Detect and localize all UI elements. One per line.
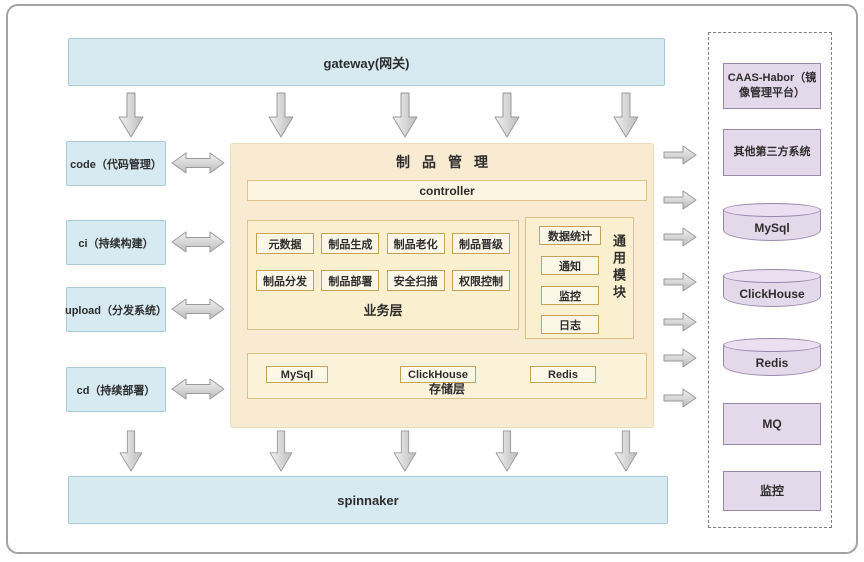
controller-bar: controller (247, 180, 647, 201)
product-management-box: 制品管理 controller 元数据 制品生成 制品老化 制品晋级 制品分发 … (230, 143, 654, 428)
business-chip: 权限控制 (451, 270, 510, 291)
down-arrow-icon (268, 430, 294, 472)
chip-label: 通知 (559, 260, 581, 273)
common-chip: 通知 (541, 256, 599, 275)
external-node-label: CAAS-Habor（镜像管理平台） (727, 72, 817, 99)
business-chip: 制品部署 (321, 270, 380, 291)
chip-label: 制品生成 (328, 238, 373, 251)
chip-label: MySql (280, 368, 314, 381)
gateway-bar: gateway(网关) (68, 38, 665, 86)
business-chip-grid: 元数据 制品生成 制品老化 制品晋级 制品分发 制品部署 安全扫描 权限控制 (248, 221, 518, 291)
down-arrow-icon (268, 92, 294, 138)
left-node-label: code（代码管理） (70, 158, 162, 171)
chip-label: 制品老化 (393, 238, 438, 251)
chip-label: 安全扫描 (393, 275, 438, 288)
down-arrow-icon (392, 430, 418, 472)
business-chip: 安全扫描 (386, 270, 445, 291)
external-systems-panel: CAAS-Habor（镜像管理平台） 其他第三方系统 MySql ClickHo… (708, 32, 832, 528)
chip-label: 制品部署 (328, 275, 373, 288)
right-arrow-icon (663, 311, 697, 333)
common-module-label: 通用模块 (611, 234, 626, 302)
chip-label: 日志 (559, 319, 581, 332)
down-arrow-icon (613, 92, 639, 138)
external-node-label: ClickHouse (739, 287, 805, 301)
common-module-box: 数据统计 通知 监控 日志 通用模块 (525, 217, 634, 339)
right-arrow-icon (663, 387, 697, 409)
storage-layer-label: 存储层 (428, 382, 465, 396)
double-arrow-icon (171, 296, 225, 322)
external-node-label: 其他第三方系统 (733, 146, 811, 159)
external-node-third-party: 其他第三方系统 (723, 129, 821, 176)
external-node-clickhouse-cylinder: ClickHouse (723, 269, 821, 307)
external-node-caas-habor: CAAS-Habor（镜像管理平台） (723, 63, 821, 109)
right-arrow-icon (663, 347, 697, 369)
external-node-mysql-cylinder: MySql (723, 203, 821, 241)
left-node-label: upload（分发系统） (64, 304, 168, 317)
left-node-ci: ci（持续构建） (66, 220, 166, 265)
right-arrow-icon (663, 271, 697, 293)
chip-label: 元数据 (268, 238, 302, 251)
chip-label: 权限控制 (458, 275, 503, 288)
double-arrow-icon (171, 150, 225, 176)
external-node-label: MySql (754, 221, 790, 235)
business-chip: 制品生成 (321, 233, 380, 254)
chip-label: 制品分发 (263, 275, 307, 288)
down-arrow-icon (118, 92, 144, 138)
external-node-label: Redis (755, 356, 789, 370)
storage-chip: MySql (266, 366, 328, 383)
gateway-label: gateway(网关) (323, 55, 410, 71)
product-management-title: 制品管理 (396, 154, 500, 170)
down-arrow-icon (613, 430, 639, 472)
common-chip: 数据统计 (539, 226, 601, 245)
down-arrow-icon (494, 92, 520, 138)
business-chip: 制品老化 (386, 233, 445, 254)
common-chip: 日志 (541, 315, 599, 334)
storage-layer-box: MySql ClickHouse Redis 存储层 (247, 353, 647, 399)
left-node-label: cd（持续部署） (76, 384, 156, 397)
cylinder-top (723, 269, 821, 283)
external-node-monitor: 监控 (723, 471, 821, 511)
double-arrow-icon (171, 229, 225, 255)
external-node-redis-cylinder: Redis (723, 338, 821, 376)
left-node-code: code（代码管理） (66, 141, 166, 186)
chip-label: 数据统计 (548, 230, 592, 243)
chip-label: 监控 (559, 290, 581, 303)
storage-chip: ClickHouse (400, 366, 476, 383)
left-node-label: ci（持续构建） (78, 237, 154, 250)
down-arrow-icon (392, 92, 418, 138)
right-arrow-icon (663, 226, 697, 248)
external-node-label: 监控 (759, 483, 784, 498)
left-node-upload: upload（分发系统） (64, 287, 168, 332)
business-chip: 制品分发 (256, 270, 314, 291)
business-chip: 制品晋级 (451, 233, 510, 254)
spinnaker-bar: spinnaker (68, 476, 668, 524)
external-node-label: MQ (762, 416, 782, 431)
cylinder-top (723, 338, 821, 352)
business-layer-box: 元数据 制品生成 制品老化 制品晋级 制品分发 制品部署 安全扫描 权限控制 业… (247, 220, 519, 330)
cylinder-top (723, 203, 821, 217)
double-arrow-icon (171, 376, 225, 402)
controller-label: controller (419, 183, 475, 198)
chip-label: Redis (548, 368, 578, 381)
down-arrow-icon (494, 430, 520, 472)
spinnaker-label: spinnaker (337, 492, 399, 508)
chip-label: ClickHouse (408, 368, 468, 381)
common-chip: 监控 (541, 286, 599, 305)
right-arrow-icon (663, 144, 697, 166)
right-arrow-icon (663, 189, 697, 211)
down-arrow-icon (118, 430, 144, 472)
business-layer-label: 业务层 (363, 303, 403, 318)
external-node-mq: MQ (723, 403, 821, 445)
business-chip: 元数据 (256, 233, 314, 254)
storage-chip: Redis (530, 366, 596, 383)
left-node-cd: cd（持续部署） (66, 367, 166, 412)
chip-label: 制品晋级 (458, 238, 503, 251)
outer-frame (6, 4, 858, 554)
